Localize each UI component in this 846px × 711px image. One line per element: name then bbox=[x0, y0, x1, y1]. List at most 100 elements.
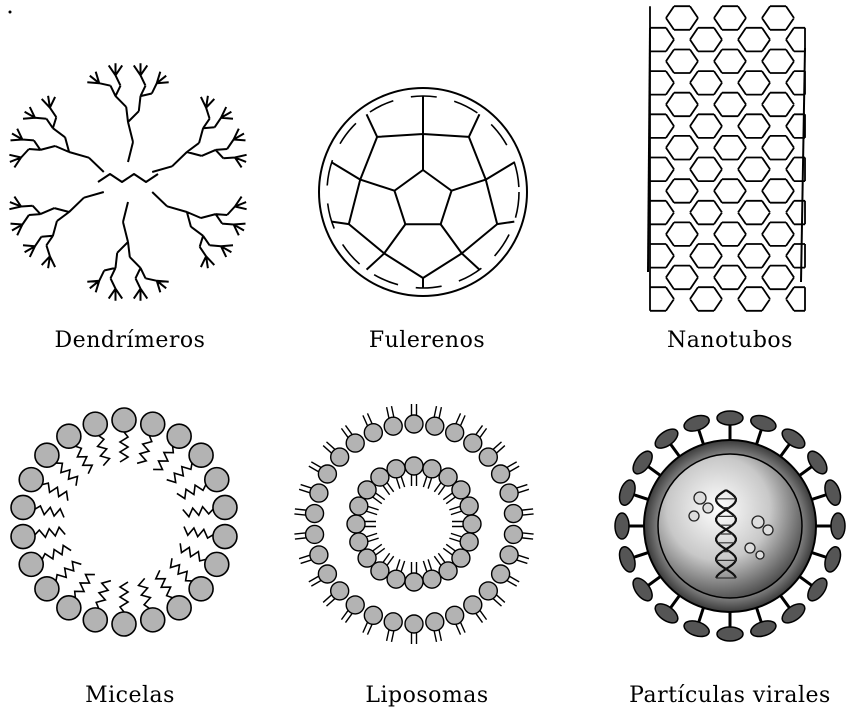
micelle-head bbox=[205, 552, 229, 576]
liposome-tail bbox=[412, 404, 417, 415]
micelle-tail bbox=[177, 485, 206, 499]
micelle-tail bbox=[120, 432, 128, 462]
micelle-head bbox=[83, 412, 107, 436]
spike-head bbox=[652, 600, 681, 627]
liposome-head bbox=[405, 415, 423, 433]
liposome-head bbox=[405, 573, 423, 591]
spike-head bbox=[822, 478, 843, 507]
liposome-head bbox=[500, 484, 518, 502]
liposome-tail bbox=[412, 562, 417, 573]
micelle-head bbox=[141, 608, 165, 632]
liposome-head bbox=[310, 484, 328, 502]
liposome-tail bbox=[452, 522, 463, 527]
spike-head bbox=[615, 513, 629, 539]
liposome-head bbox=[358, 549, 376, 567]
spike-head bbox=[717, 411, 743, 425]
liposome-tail bbox=[423, 559, 431, 571]
fullerene-icon bbox=[319, 88, 527, 296]
liposome-tail bbox=[449, 533, 461, 541]
liposome-tail bbox=[294, 533, 305, 539]
liposome-head bbox=[318, 565, 336, 583]
micelle-tail bbox=[35, 506, 64, 518]
liposome-head bbox=[306, 505, 324, 523]
micelle-head bbox=[167, 424, 191, 448]
liposome-head bbox=[387, 570, 405, 588]
liposome-head bbox=[492, 465, 510, 483]
corner-dot bbox=[9, 11, 12, 14]
liposome-tail bbox=[396, 559, 404, 571]
spike-head bbox=[749, 413, 778, 434]
spike-head bbox=[717, 627, 743, 641]
liposome-head bbox=[439, 562, 457, 580]
liposome-head bbox=[446, 606, 464, 624]
dendrimer-icon bbox=[9, 63, 246, 300]
spike-head bbox=[831, 513, 845, 539]
micelle-head bbox=[19, 468, 43, 492]
micelle-head bbox=[11, 525, 35, 549]
micelle-head bbox=[19, 552, 43, 576]
micelle-icon bbox=[11, 408, 237, 636]
micelle-tail bbox=[35, 527, 65, 537]
micelle-head bbox=[189, 577, 213, 601]
micelle-head bbox=[213, 525, 237, 549]
label-liposomes: Liposomas bbox=[297, 683, 557, 708]
liposome-head bbox=[347, 515, 365, 533]
liposome-head bbox=[479, 448, 497, 466]
micelle-tail bbox=[42, 545, 71, 559]
micelle-head bbox=[35, 443, 59, 467]
liposome-head bbox=[387, 460, 405, 478]
protein-sphere bbox=[745, 543, 755, 553]
micelle-head bbox=[112, 612, 136, 636]
spike-head bbox=[617, 478, 638, 507]
label-micelles: Micelas bbox=[0, 683, 260, 708]
liposome-head bbox=[492, 565, 510, 583]
protein-sphere bbox=[756, 551, 764, 559]
liposome-tail bbox=[387, 406, 394, 418]
liposome-head bbox=[460, 533, 478, 551]
liposome-head bbox=[346, 596, 364, 614]
liposome-tail bbox=[522, 509, 533, 515]
spike-head bbox=[779, 425, 808, 452]
liposome-head bbox=[350, 497, 368, 515]
micelle-tail bbox=[96, 581, 111, 609]
liposome-head bbox=[504, 505, 522, 523]
liposome-head bbox=[426, 417, 444, 435]
dendrimer-branches bbox=[9, 63, 246, 300]
liposome-tail bbox=[387, 630, 394, 642]
liposome-tail bbox=[412, 633, 417, 644]
spike-head bbox=[822, 545, 843, 574]
micelle-tail bbox=[183, 507, 213, 517]
liposome-tail bbox=[412, 475, 417, 486]
liposome-head bbox=[364, 424, 382, 442]
micelle-head bbox=[35, 577, 59, 601]
label-viral-particles: Partículas virales bbox=[600, 683, 846, 708]
liposome-head bbox=[310, 546, 328, 564]
spike-head bbox=[652, 425, 681, 452]
spike-head bbox=[629, 448, 656, 477]
micelle-tail bbox=[75, 575, 95, 598]
micelle-tail bbox=[56, 463, 78, 486]
liposome-head bbox=[405, 615, 423, 633]
liposome-head bbox=[463, 515, 481, 533]
liposome-head bbox=[423, 460, 441, 478]
micelle-tail bbox=[137, 436, 152, 464]
micelle-head bbox=[57, 596, 81, 620]
micelle-tail bbox=[171, 558, 193, 581]
micelle-head bbox=[112, 408, 136, 432]
spike-head bbox=[617, 545, 638, 574]
spike-head bbox=[779, 600, 808, 627]
liposome-tail bbox=[517, 485, 529, 493]
liposome-head bbox=[306, 525, 324, 543]
micelle-tail bbox=[120, 582, 128, 612]
liposome-head bbox=[384, 613, 402, 631]
micelle-head bbox=[83, 608, 107, 632]
label-dendrimers: Dendrímeros bbox=[0, 328, 260, 353]
liposome-tail bbox=[434, 406, 441, 418]
liposome-tail bbox=[365, 522, 376, 527]
spike-head bbox=[682, 413, 711, 434]
micelle-head bbox=[189, 443, 213, 467]
liposome-tail bbox=[367, 533, 379, 541]
liposome-tail bbox=[299, 485, 311, 493]
liposome-tail bbox=[294, 509, 305, 515]
micelle-tail bbox=[56, 562, 81, 581]
